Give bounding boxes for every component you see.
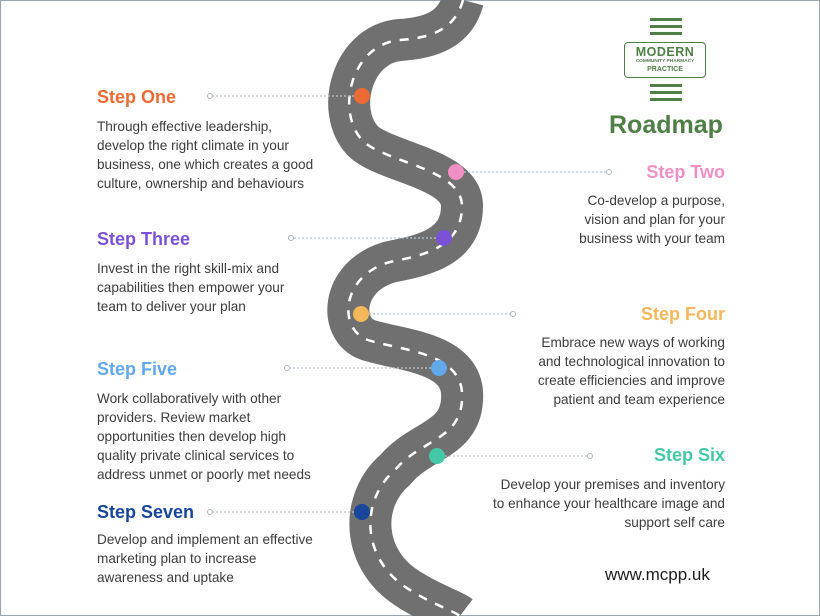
step-three-title: Step Three bbox=[97, 229, 191, 249]
road-center-line bbox=[347, 0, 465, 616]
step-seven-connector-end bbox=[207, 509, 213, 515]
step-two-title: Step Two bbox=[646, 162, 725, 182]
step-six-connector-end bbox=[587, 453, 593, 459]
step-one-text: Through effective leadership,develop the… bbox=[97, 119, 314, 191]
step-four-connector-end bbox=[510, 311, 516, 317]
step-five-title: Step Five bbox=[97, 359, 178, 379]
step-seven-marker bbox=[354, 504, 370, 520]
step-two-text: Co-develop a purpose,vision and plan for… bbox=[579, 193, 725, 246]
step-three-marker bbox=[436, 230, 452, 246]
logo-text-modern: MODERN bbox=[635, 45, 695, 59]
logo-text-practice: PRACTICE bbox=[647, 66, 683, 73]
step-four-marker bbox=[353, 306, 369, 322]
step-one-marker bbox=[354, 88, 370, 104]
website-link[interactable]: www.mcpp.uk bbox=[605, 565, 710, 584]
step-two-marker bbox=[448, 164, 464, 180]
step-two-connector-end bbox=[606, 169, 612, 175]
step-four-title: Step Four bbox=[641, 304, 725, 324]
step-six-marker bbox=[429, 448, 445, 464]
step-three-connector-end bbox=[288, 235, 294, 241]
step-one-title: Step One bbox=[97, 87, 177, 107]
step-six-title: Step Six bbox=[653, 445, 725, 465]
step-five-connector-end bbox=[284, 365, 290, 371]
step-one-connector-end bbox=[207, 93, 213, 99]
step-seven-title: Step Seven bbox=[97, 502, 195, 522]
step-five-marker bbox=[431, 360, 447, 376]
page-title: Roadmap bbox=[609, 111, 723, 139]
mcpp-logo: MODERN COMMUNITY PHARMACY PRACTICE bbox=[622, 18, 710, 104]
logo-text-community: COMMUNITY PHARMACY bbox=[635, 59, 695, 64]
